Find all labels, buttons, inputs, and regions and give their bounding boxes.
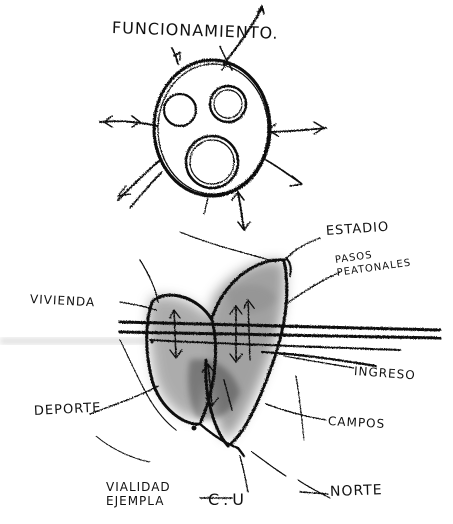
leader-pasos — [286, 272, 340, 304]
leader-estadio — [284, 238, 320, 262]
leader-cu — [240, 456, 248, 492]
inner-circle-left — [164, 94, 196, 126]
label-campos: CAMPOS — [328, 414, 386, 431]
label-cu: C.U — [208, 490, 248, 509]
inner-circle-right — [210, 86, 246, 122]
inner-circle-bottom — [186, 136, 238, 188]
label-vialidad: VIALIDAD EJEMPLA — [106, 480, 206, 508]
leader-campos — [266, 404, 326, 420]
label-norte: NORTE — [330, 482, 383, 500]
outer-circle — [154, 60, 270, 196]
